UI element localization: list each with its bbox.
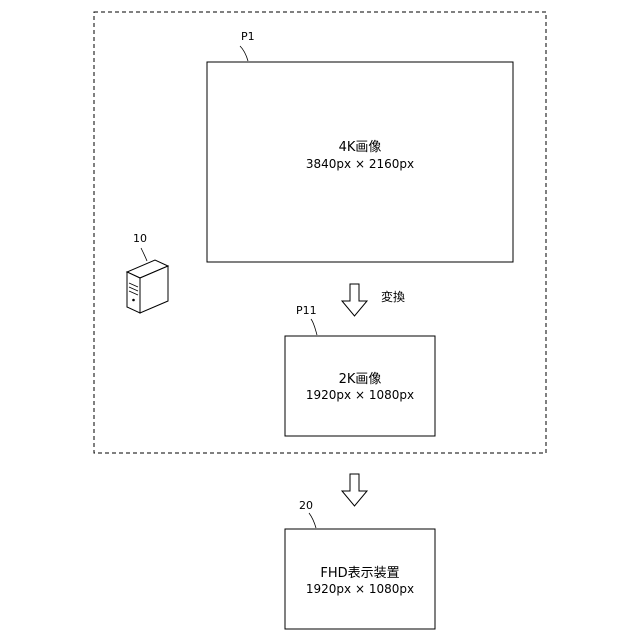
converted-image-size: 1920px × 1080px <box>306 388 414 402</box>
conversion-label: 変換 <box>381 289 405 304</box>
display-device-box: FHD表示装置 1920px × 1080px <box>285 529 435 629</box>
converted-image-box: 2K画像 1920px × 1080px <box>285 336 435 436</box>
source-image-leader-line <box>240 46 248 61</box>
server-computer-icon <box>127 260 168 313</box>
source-image-ref-label: P1 <box>241 30 255 43</box>
converted-image-leader-line <box>311 319 317 335</box>
display-device-size: 1920px × 1080px <box>306 582 414 596</box>
converted-image-title: 2K画像 <box>339 372 382 387</box>
display-leader-line <box>309 513 316 528</box>
display-device-title: FHD表示装置 <box>320 566 399 581</box>
conversion-arrow-icon <box>342 284 367 316</box>
source-image-title: 4K画像 <box>339 140 382 155</box>
server-ref-label: 10 <box>133 232 147 245</box>
converted-image-ref-label: P11 <box>296 304 317 317</box>
display-ref-label: 20 <box>299 499 313 512</box>
server-leader-line <box>141 248 147 261</box>
output-arrow-icon <box>342 474 367 506</box>
source-image-box: 4K画像 3840px × 2160px <box>207 62 513 262</box>
source-image-size: 3840px × 2160px <box>306 157 414 171</box>
